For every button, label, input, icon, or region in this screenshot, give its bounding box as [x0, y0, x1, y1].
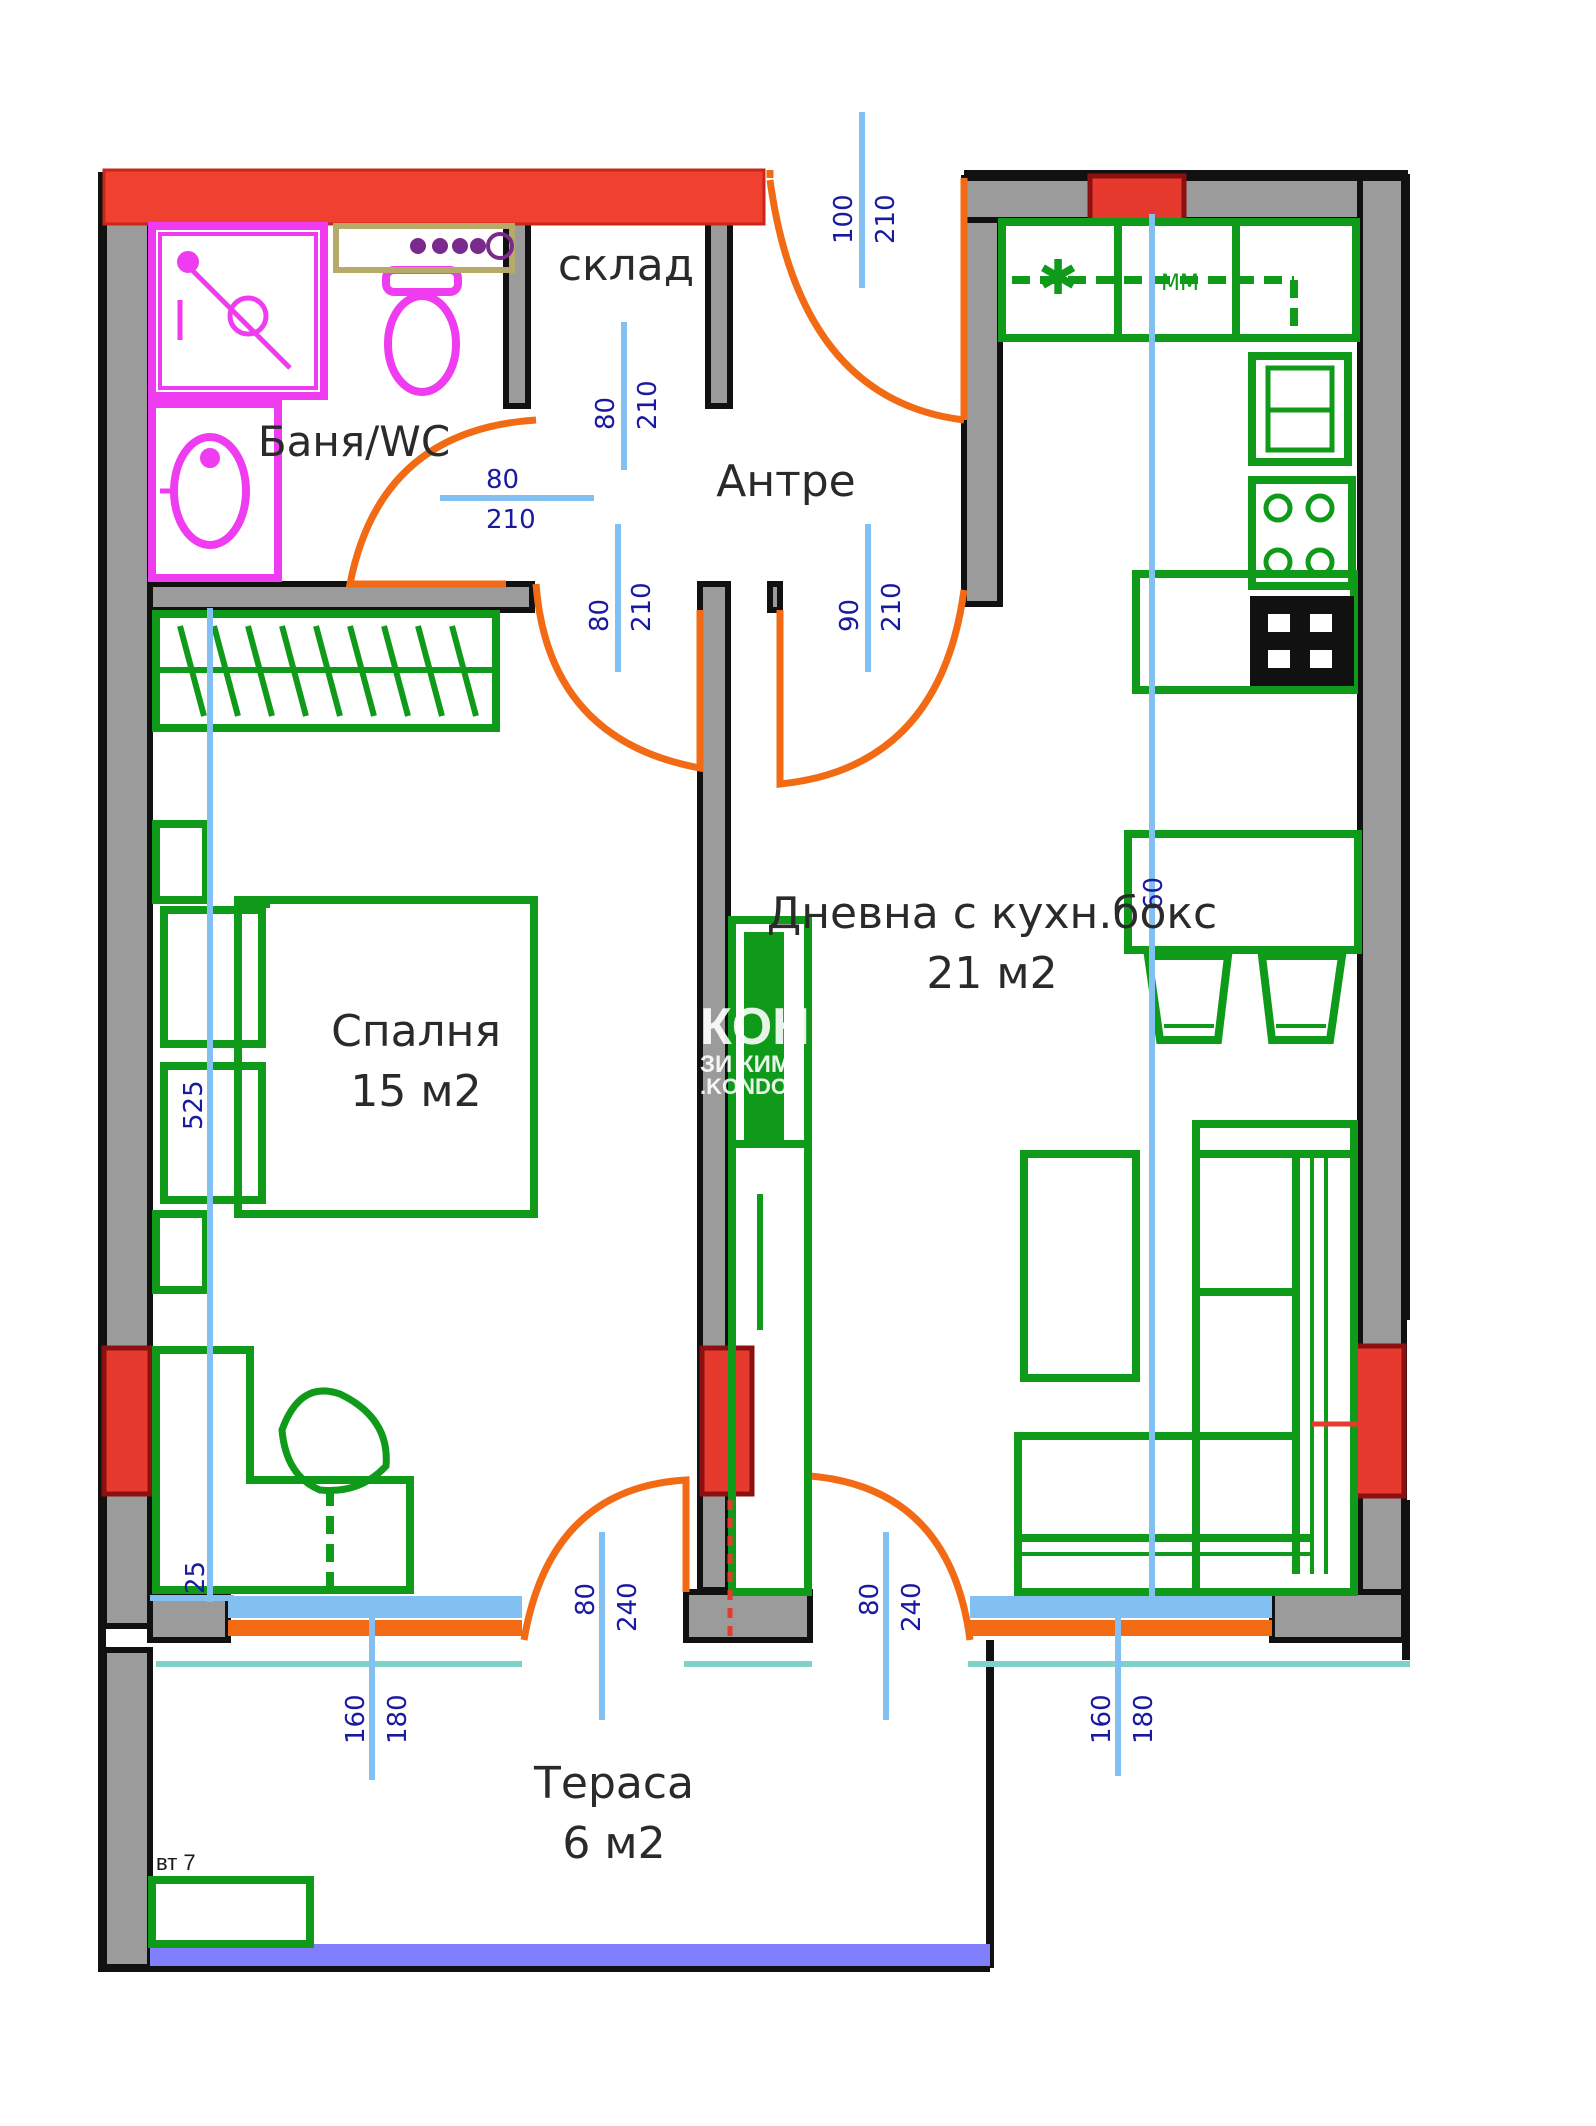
wall-bath-bottom — [147, 581, 535, 613]
kitchen-cabinet-top — [998, 218, 1360, 342]
dim-bedroom-window-height: 180 — [383, 1694, 413, 1744]
label-bedroom-area: 15 м2 — [350, 1066, 481, 1117]
dim-bedroom-door-height: 210 — [627, 582, 657, 632]
dim-storage-door-height: 210 — [633, 380, 663, 430]
dim-living-door-width: 90 — [835, 599, 865, 632]
dim-bedroom-length: 525 — [179, 1080, 209, 1130]
watermark-line3: .KONDO — [700, 1074, 788, 1099]
sink-counter — [148, 400, 282, 582]
hob-icon — [1250, 596, 1354, 686]
dim-living-window-width: 160 — [1087, 1694, 1117, 1744]
nightstand-bottom — [152, 1210, 210, 1294]
furniture — [148, 218, 1362, 1948]
column-top — [1087, 173, 1187, 225]
label-terrace-area: 6 м2 — [562, 1818, 665, 1869]
dim-bath-door-height: 210 — [486, 505, 536, 535]
wall-living-upper — [767, 581, 783, 613]
coffee-table — [1020, 1150, 1140, 1382]
dim-entrance-height: 210 — [871, 194, 901, 244]
chair-left — [1143, 952, 1233, 1044]
label-terrace-name: Тераса — [533, 1758, 694, 1809]
windows — [150, 1596, 1410, 1966]
dim-bedroom-door-width: 80 — [585, 599, 615, 632]
hob — [1250, 596, 1354, 686]
room-labels: склад Баня/WC Антре Дневна с кухн.бокс 2… — [156, 240, 1217, 1875]
asterisk-icon: ✱ — [1038, 250, 1078, 306]
kitchen-stove — [1248, 476, 1356, 590]
door-bathroom — [345, 416, 537, 588]
dim-living-window-height: 180 — [1129, 1694, 1159, 1744]
door-terrace-right — [809, 1472, 974, 1641]
wardrobe — [152, 610, 500, 732]
dim-storage-door-width: 80 — [591, 397, 621, 430]
dim-bath-door-width: 80 — [486, 465, 519, 495]
nightstand-top — [152, 820, 210, 904]
shower-tray — [148, 222, 328, 400]
dim-living-door-height: 210 — [877, 582, 907, 632]
red-wall-top — [102, 168, 766, 226]
dim-bedroom-window-width: 160 — [341, 1694, 371, 1744]
label-bathroom: Баня/WC — [258, 417, 450, 466]
dim-kitchen-depth: 60 — [1139, 877, 1169, 910]
label-bedroom-name: Спалня — [331, 1006, 501, 1057]
toilet-icon — [384, 292, 460, 396]
columns — [101, 173, 1407, 1499]
label-living-name: Дневна с кухн.бокс — [767, 888, 1217, 939]
shower-head-icon — [227, 295, 269, 337]
dim-terrace-door-left-height: 240 — [613, 1582, 643, 1632]
dim-terrace-door-right-height: 240 — [897, 1582, 927, 1632]
terrace-bench — [148, 1876, 314, 1948]
dimension-texts: 100 210 80 210 80 210 80 210 90 210 60 5… — [179, 194, 1169, 1744]
doors — [345, 170, 974, 1641]
column-left — [101, 1345, 153, 1497]
door-bedroom — [532, 583, 704, 773]
desk — [152, 1346, 414, 1594]
label-floor-note: вт 7 — [156, 1850, 196, 1875]
wall-bottom-right — [1269, 1589, 1407, 1643]
watermark: КОН ЗИ КИМ .KONDO — [700, 998, 810, 1099]
tv-unit — [728, 916, 812, 1596]
wall-bottom-mid — [683, 1589, 813, 1643]
sofa-chaise — [1014, 1432, 1200, 1596]
wall-kitchen-inner — [961, 217, 1003, 607]
label-living-area: 21 м2 — [926, 948, 1057, 999]
boiler-pipes-icon — [410, 238, 486, 254]
boiler — [333, 223, 515, 273]
door-terrace-left — [520, 1476, 690, 1641]
dim-terrace-door-right-width: 80 — [855, 1583, 885, 1616]
kitchen-sink-unit — [1248, 352, 1352, 466]
outline — [98, 170, 1410, 1972]
wall-left-terrace — [101, 1647, 153, 1971]
wardrobe-hangers — [160, 625, 492, 717]
dimension-lines — [150, 112, 1155, 1780]
bathroom-fixtures — [148, 222, 462, 582]
watermark-line1: КОН — [700, 998, 810, 1056]
bed — [234, 896, 538, 1218]
door-living — [776, 589, 968, 788]
label-storage: склад — [558, 240, 694, 291]
dim-bedroom-corner: 25 — [181, 1561, 211, 1594]
shower-inner — [158, 232, 318, 390]
kitchen-icons: ✱ MM — [1038, 250, 1199, 306]
toilet-tank — [382, 266, 462, 296]
dim-terrace-door-left-width: 80 — [571, 1583, 601, 1616]
mm-icon: MM — [1161, 271, 1199, 296]
label-hall: Антре — [716, 456, 856, 507]
dim-entrance-width: 100 — [829, 194, 859, 244]
dining-table — [1124, 830, 1362, 954]
watermark-line2: ЗИ КИМ — [700, 1051, 791, 1078]
desk-chair-icon — [278, 1387, 390, 1494]
terrace-edge — [150, 1944, 990, 1966]
door-entrance — [766, 170, 968, 424]
sofa-corner — [1192, 1120, 1358, 1596]
wall-storage-right — [705, 217, 733, 409]
column-right — [1351, 1343, 1407, 1499]
chair-right — [1257, 952, 1347, 1044]
column-center — [699, 1345, 755, 1497]
